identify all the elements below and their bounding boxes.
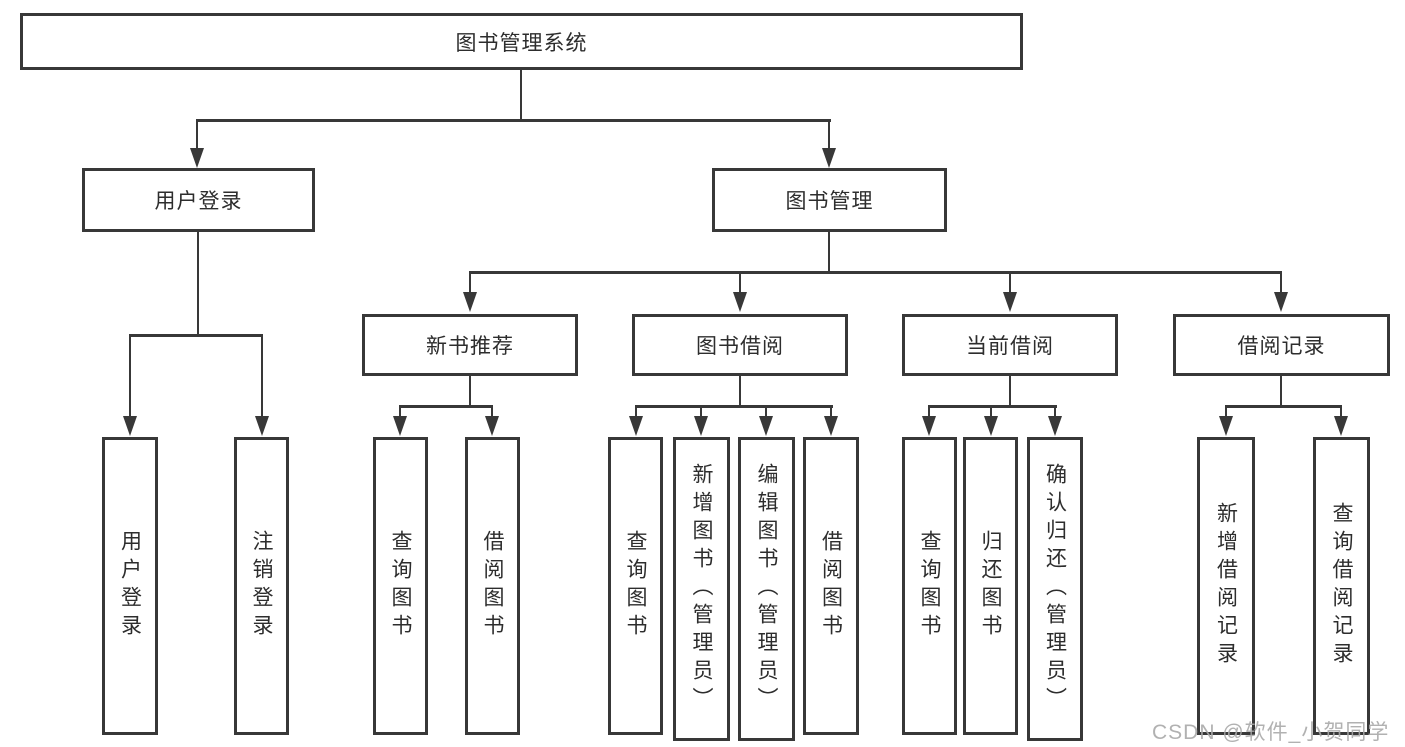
connector-arrow-book-mgmt-shaft — [828, 119, 830, 150]
node-borrowing-records-label: 借阅记录 — [1237, 335, 1326, 358]
leaf-add-borrow-record: 新增借阅记录 — [1197, 437, 1255, 735]
connector-arrow-leaf-logout-shaft — [261, 334, 263, 417]
arrow-down-icon — [922, 416, 936, 436]
connector-arrow-shaft — [1340, 405, 1342, 418]
connector-arrow-new-book-shaft — [469, 271, 471, 294]
arrow-down-icon — [1334, 416, 1348, 436]
leaf-edit-book-admin-label: 编辑图书（管理员） — [755, 463, 778, 715]
node-book-borrowing-label: 图书借阅 — [696, 335, 784, 358]
connector-arrow-shaft — [990, 405, 992, 418]
connector-current-borrow-bar — [928, 405, 1057, 408]
leaf-query-books-current: 查询图书 — [902, 437, 957, 735]
leaf-query-borrow-record: 查询借阅记录 — [1313, 437, 1370, 735]
connector-book-mgmt-stub — [828, 232, 830, 273]
leaf-borrow-books-recommend: 借阅图书 — [465, 437, 520, 735]
node-user-login: 用户登录 — [82, 168, 315, 232]
connector-arrow-book-borrow-shaft — [739, 271, 741, 294]
connector-borrow-record-stub — [1280, 376, 1282, 407]
arrow-down-icon — [984, 416, 998, 436]
leaf-confirm-return-admin: 确认归还（管理员） — [1027, 437, 1083, 741]
leaf-return-book-label: 归还图书 — [979, 530, 1002, 642]
node-book-borrowing: 图书借阅 — [632, 314, 848, 376]
arrow-down-icon — [824, 416, 838, 436]
connector-new-book-bar — [399, 405, 493, 408]
connector-arrow-shaft — [635, 405, 637, 418]
connector-arrow-borrow-record-shaft — [1280, 271, 1282, 294]
node-new-book-recommendation: 新书推荐 — [362, 314, 578, 376]
arrow-down-icon — [1048, 416, 1062, 436]
leaf-add-book-admin: 新增图书（管理员） — [673, 437, 730, 741]
leaf-borrow-books-recommend-label: 借阅图书 — [481, 530, 504, 642]
node-new-book-recommendation-label: 新书推荐 — [426, 335, 514, 358]
arrow-down-icon — [733, 292, 747, 312]
arrow-down-icon — [255, 416, 269, 436]
connector-root-bar — [196, 119, 831, 122]
connector-arrow-shaft — [700, 405, 702, 418]
leaf-borrow-books-label: 借阅图书 — [819, 530, 843, 642]
leaf-edit-book-admin: 编辑图书（管理员） — [738, 437, 795, 741]
leaf-add-book-admin-label: 新增图书（管理员） — [690, 463, 713, 715]
arrow-down-icon — [485, 416, 499, 436]
arrow-down-icon — [123, 416, 137, 436]
connector-arrow-shaft — [491, 405, 493, 418]
arrow-down-icon — [393, 416, 407, 436]
csdn-watermark: CSDN @软件_小贺同学 — [1152, 721, 1390, 744]
leaf-query-books-recommend-label: 查询图书 — [389, 530, 412, 642]
leaf-query-books-recommend: 查询图书 — [373, 437, 428, 735]
leaf-logout-label: 注销登录 — [250, 530, 273, 642]
leaf-query-books-borrow: 查询图书 — [608, 437, 663, 735]
arrow-down-icon — [1219, 416, 1233, 436]
leaf-user-login-label: 用户登录 — [118, 530, 142, 642]
leaf-query-books-current-label: 查询图书 — [918, 530, 941, 642]
arrow-down-icon — [1274, 292, 1288, 312]
connector-borrow-record-bar — [1225, 405, 1342, 408]
leaf-logout: 注销登录 — [234, 437, 289, 735]
connector-arrow-shaft — [399, 405, 401, 418]
arrow-down-icon — [759, 416, 773, 436]
connector-root-stub — [520, 70, 522, 120]
node-library-management-system-label: 图书管理系统 — [455, 31, 588, 55]
connector-arrow-shaft — [928, 405, 930, 418]
connector-current-borrow-stub — [1009, 376, 1011, 407]
connector-arrow-shaft — [830, 405, 832, 418]
arrow-down-icon — [463, 292, 477, 312]
node-library-management-system: 图书管理系统 — [20, 13, 1023, 70]
connector-book-borrow-bar — [635, 405, 833, 408]
node-book-management: 图书管理 — [712, 168, 947, 232]
connector-arrow-shaft — [1225, 405, 1227, 418]
arrow-down-icon — [694, 416, 708, 436]
leaf-borrow-books: 借阅图书 — [803, 437, 859, 735]
arrow-down-icon — [629, 416, 643, 436]
connector-book-borrow-stub — [739, 376, 741, 407]
leaf-query-books-borrow-label: 查询图书 — [624, 530, 647, 642]
connector-new-book-stub — [469, 376, 471, 407]
arrow-down-icon — [1003, 292, 1017, 312]
arrow-down-icon — [190, 148, 204, 168]
connector-arrow-leaf-login-shaft — [129, 334, 131, 417]
node-book-management-label: 图书管理 — [785, 190, 874, 213]
arrow-down-icon — [822, 148, 836, 168]
connector-arrow-current-borrow-shaft — [1009, 271, 1011, 294]
leaf-return-book: 归还图书 — [963, 437, 1018, 735]
node-current-borrowing-label: 当前借阅 — [966, 335, 1054, 358]
connector-arrow-user-login-shaft — [196, 119, 198, 150]
connector-book-mgmt-bar — [469, 271, 1282, 274]
node-current-borrowing: 当前借阅 — [902, 314, 1118, 376]
connector-user-login-stub — [197, 232, 199, 336]
node-borrowing-records: 借阅记录 — [1173, 314, 1390, 376]
leaf-confirm-return-admin-label: 确认归还（管理员） — [1043, 463, 1067, 715]
connector-arrow-shaft — [1054, 405, 1056, 418]
connector-user-login-bar — [129, 334, 263, 337]
leaf-user-login: 用户登录 — [102, 437, 158, 735]
connector-arrow-shaft — [765, 405, 767, 418]
node-user-login-label: 用户登录 — [154, 190, 243, 213]
leaf-add-borrow-record-label: 新增借阅记录 — [1214, 502, 1238, 670]
leaf-query-borrow-record-label: 查询借阅记录 — [1330, 502, 1353, 670]
